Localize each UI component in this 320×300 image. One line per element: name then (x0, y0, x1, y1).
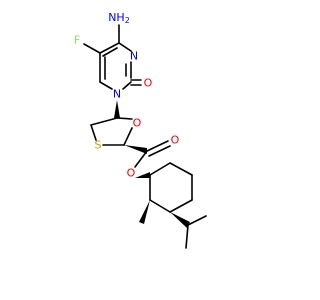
bond-n1-c5-wedge (114, 100, 120, 118)
sulfur-label: S (95, 139, 102, 152)
bond-isopropyl-wedge (170, 212, 190, 228)
bond-methyl-wedge (139, 200, 150, 224)
bond-c4-c5 (99, 42, 120, 54)
bond-c2-n1 (122, 81, 132, 90)
bond-c5-c4 (90, 117, 118, 126)
ester-oxygen-label: O (127, 167, 136, 180)
bond-ester-c-o-double-1 (146, 140, 169, 152)
oxathiolane-oxygen-label: O (133, 117, 142, 130)
bond-o-c1-wedge (135, 172, 150, 178)
bond-c5r-c6 (149, 199, 171, 213)
bond-c4-n3 (118, 42, 132, 52)
ring-n1-label: N (113, 88, 121, 101)
amino-label: NH2 (108, 11, 130, 25)
molecule-structure: NH2 F N N O O S O O (74, 11, 207, 249)
bond-c5-f (83, 43, 101, 54)
bonds (83, 24, 207, 249)
bond-o3-c5 (116, 117, 133, 120)
ester-carbonyl-oxygen-label: O (171, 134, 180, 147)
bond-c4-c5r (169, 199, 193, 213)
bond-isopropyl-ch-me1 (187, 215, 207, 226)
ring-n3-label: N (130, 50, 138, 63)
ring-carbonyl-oxygen-label: O (144, 77, 153, 90)
bond-c1-c2 (149, 162, 171, 176)
bond-c2-ester-wedge (124, 145, 147, 154)
bond-ester-c-o-double-2 (148, 145, 171, 157)
bond-c4-s (90, 124, 97, 141)
atom-labels: NH2 F N N O O S O O (74, 11, 180, 180)
bond-c2-o3 (123, 127, 133, 146)
fluorine-label: F (74, 34, 80, 47)
bond-n1-c6 (99, 81, 113, 90)
bond-isopropyl-ch-me2 (185, 224, 189, 249)
bond-c2-c3 (169, 162, 193, 176)
bond-ester-c-o (134, 150, 148, 168)
bond-c4-c5-double (102, 47, 118, 57)
